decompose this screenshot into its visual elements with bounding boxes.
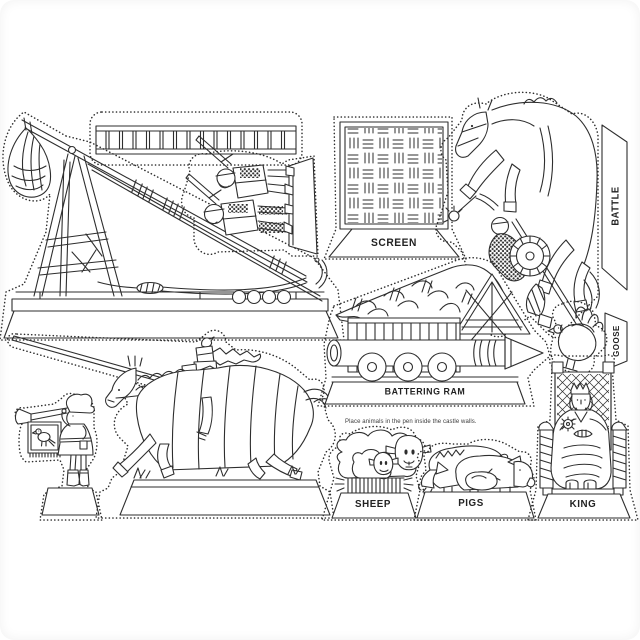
jousting-knight-figure [6, 329, 336, 519]
trebuchet-figure [0, 111, 345, 341]
pigs-label: PIGS [458, 497, 484, 509]
battle-label: BATTLE [610, 186, 622, 226]
ladder-figure [89, 111, 303, 166]
soldiers-figure [180, 135, 319, 257]
trumpeter-figure [14, 392, 103, 521]
battle-scene-figure [435, 91, 628, 339]
screen-label: SCREEN [371, 237, 417, 249]
battering-ram-figure [317, 257, 551, 407]
king-figure [527, 354, 639, 521]
goose-label: GOOSE [611, 325, 621, 357]
caption-text: Place animals in the pen inside the cast… [345, 419, 477, 425]
goose-figure [547, 300, 628, 376]
sheep-label: SHEEP [355, 498, 391, 510]
screen-figure [323, 116, 467, 260]
battering-ram-label: BATTERING RAM [384, 386, 466, 398]
pigs-figure [413, 438, 537, 521]
king-label: KING [569, 498, 597, 510]
sheep-figure [321, 425, 432, 521]
